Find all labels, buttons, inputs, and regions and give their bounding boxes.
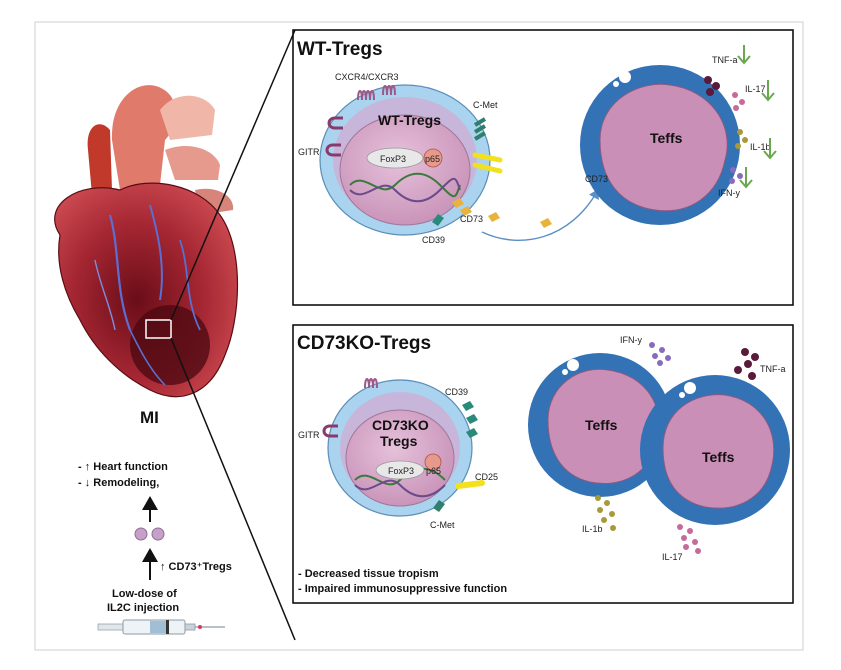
heart-illustration — [54, 85, 239, 398]
free-cd73-icon — [540, 218, 552, 228]
ko-il1b-label: IL-1b — [582, 524, 603, 534]
ko-cd39-label: CD39 — [445, 387, 468, 397]
wt-il17-dots — [732, 92, 745, 111]
ko-panel-border — [292, 324, 794, 604]
wt-foxp3-complex — [366, 147, 424, 169]
ko-cell-title-1: CD73KO — [372, 417, 429, 433]
wt-il1b-dots — [735, 129, 748, 149]
wt-cd39-icon — [432, 214, 444, 226]
ko-il17-dots — [677, 524, 701, 554]
wt-il1b-label: IL-1b — [750, 142, 771, 152]
wt-tnf-label: TNF-a — [712, 55, 738, 65]
ko-foxp3-label: FoxP3 — [388, 466, 414, 476]
wt-foxp3-label: FoxP3 — [380, 154, 406, 164]
ko-p65-label: p65 — [426, 466, 441, 476]
ko-cmet-icon — [433, 500, 445, 512]
treg-pair-icon — [134, 527, 165, 541]
dose-line-1: Low-dose of — [112, 588, 177, 600]
wt-cd73-icon — [452, 198, 500, 222]
wt-cd39-label: CD39 — [422, 235, 445, 245]
heart-function-text: - ↑ Heart function — [78, 461, 168, 473]
syringe-icon — [97, 619, 225, 635]
ko-teff-cell-1 — [528, 353, 672, 497]
wt-panel-title: WT-Tregs — [297, 39, 383, 60]
ko-tnf-label: TNF-a — [760, 364, 786, 374]
ko-teff-cell-2 — [640, 375, 790, 525]
wt-il17-label: IL-17 — [745, 84, 766, 94]
ko-il1b-dots — [595, 495, 616, 531]
ko-il17-label: IL-17 — [662, 552, 683, 562]
cxcr-receptor-icon — [357, 85, 396, 101]
wt-teff-cell — [580, 65, 740, 225]
ko-cd25-icon — [455, 480, 485, 489]
wt-yellow-receptor-icon — [472, 152, 503, 174]
wt-down-arrows — [737, 45, 777, 189]
wt-cd73-label: CD73 — [460, 214, 483, 224]
tnf-down-arrow-icon — [737, 45, 751, 65]
dose-line-2: IL2C injection — [107, 602, 179, 614]
infarct-selection-box — [145, 319, 172, 339]
ko-gitr-icon — [322, 424, 338, 438]
il17-down-arrow-icon — [761, 80, 775, 102]
wt-tnf-dots — [704, 76, 720, 96]
wt-cell-title: WT-Tregs — [378, 112, 441, 128]
zoom-line-bottom — [170, 337, 296, 641]
ko-cxcr-receptor-icon — [364, 378, 378, 389]
wt-teff-cd73-label: CD73 — [585, 174, 608, 184]
ko-teffs-label-1: Teffs — [585, 417, 618, 433]
ko-cell-title-2: Tregs — [380, 433, 418, 449]
ko-note-2: - Impaired immunosuppressive function — [298, 583, 507, 595]
ko-foxp3-complex — [375, 460, 425, 480]
ifn-down-arrow-icon — [739, 167, 753, 189]
remodeling-text: - ↓ Remodeling, — [78, 477, 159, 489]
wt-ifn-dots — [729, 167, 743, 184]
ko-gitr-label: GITR — [298, 430, 320, 440]
zoom-line-top — [170, 29, 296, 321]
wt-teffs-label: Teffs — [650, 130, 683, 146]
ko-note-1: - Decreased tissue tropism — [298, 568, 439, 580]
mi-label: MI — [140, 408, 159, 427]
il1b-down-arrow-icon — [763, 138, 777, 160]
ko-cd39-icon — [462, 401, 478, 438]
wt-ifn-label: IFN-y — [718, 188, 740, 198]
ko-p65-icon — [424, 453, 442, 471]
ko-ifn-label: IFN-y — [620, 335, 642, 345]
wt-cmet-label: C-Met — [473, 100, 498, 110]
ko-ifn-dots — [649, 342, 671, 366]
ko-teffs-label-2: Teffs — [702, 449, 735, 465]
wt-cmet-icon — [473, 117, 487, 141]
cd73-transfer-arrow — [481, 188, 599, 242]
ko-panel-title: CD73KO-Tregs — [297, 333, 431, 354]
wt-gitr-label: GITR — [298, 147, 320, 157]
ko-cd25-label: CD25 — [475, 472, 498, 482]
wt-cxcr-label: CXCR4/CXCR3 — [335, 72, 399, 82]
ko-cmet-label: C-Met — [430, 520, 455, 530]
cd73-tregs-text: ↑ CD73⁺Tregs — [160, 561, 232, 573]
wt-gitr-icon — [327, 116, 343, 130]
wt-p65-icon — [423, 148, 443, 168]
ko-treg-cell — [327, 379, 473, 517]
wt-gitr-icon-2 — [325, 143, 341, 157]
ko-tnf-dots — [734, 348, 759, 380]
wt-p65-label: p65 — [425, 154, 440, 164]
wt-panel-border — [292, 29, 794, 306]
